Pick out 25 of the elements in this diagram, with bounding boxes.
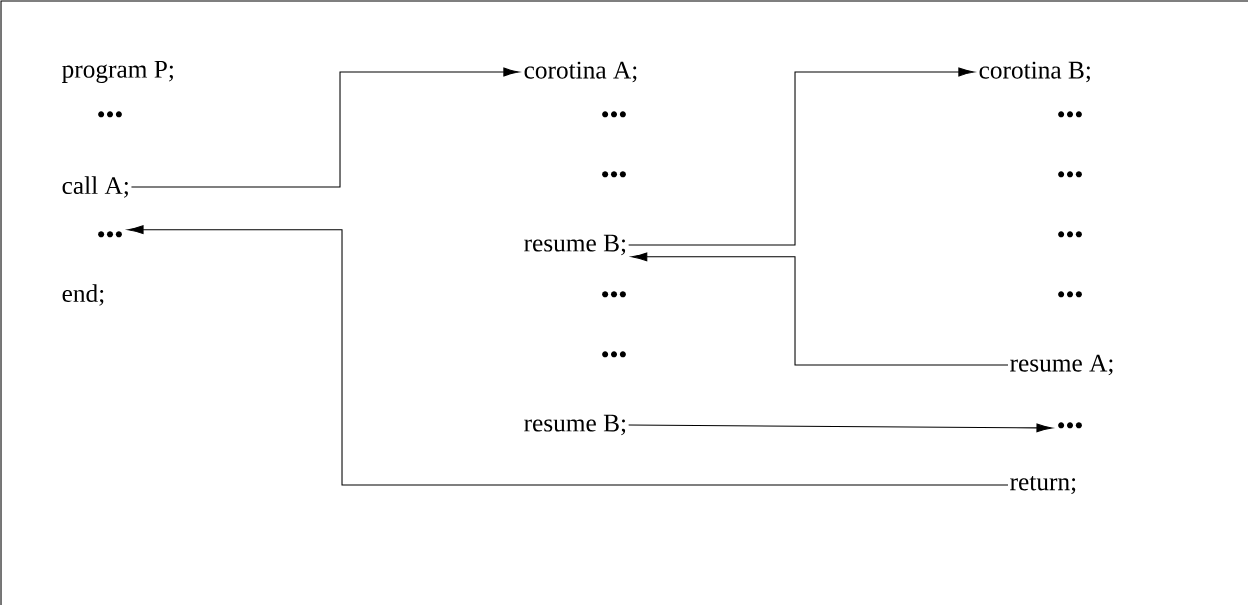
code-line: call A; xyxy=(62,176,128,198)
arrow xyxy=(628,423,1053,433)
code-line: ••• xyxy=(1058,231,1082,238)
arrow xyxy=(130,67,520,188)
code-line: ••• xyxy=(1058,291,1082,298)
code-line: ••• xyxy=(602,291,626,298)
code-line: resume A; xyxy=(1010,354,1113,376)
code-line: ••• xyxy=(602,171,626,178)
arrow xyxy=(631,252,1009,366)
code-line: ••• xyxy=(1058,422,1082,429)
code-line: resume B; xyxy=(524,414,626,436)
code-line: end; xyxy=(62,284,104,306)
code-line: ••• xyxy=(602,351,626,358)
code-line: ••• xyxy=(98,231,122,238)
code-line: program P; xyxy=(62,60,173,83)
code-line: corotina A; xyxy=(524,61,637,83)
code-line: ••• xyxy=(1058,171,1082,178)
code-line: ••• xyxy=(602,111,626,118)
code-line: ••• xyxy=(1058,111,1082,118)
arrow xyxy=(628,67,975,246)
code-line: corotina B; xyxy=(979,61,1090,83)
code-line: ••• xyxy=(98,111,122,118)
code-line: return; xyxy=(1010,475,1076,495)
code-line: resume B; xyxy=(524,234,626,256)
arrow xyxy=(127,225,1009,486)
